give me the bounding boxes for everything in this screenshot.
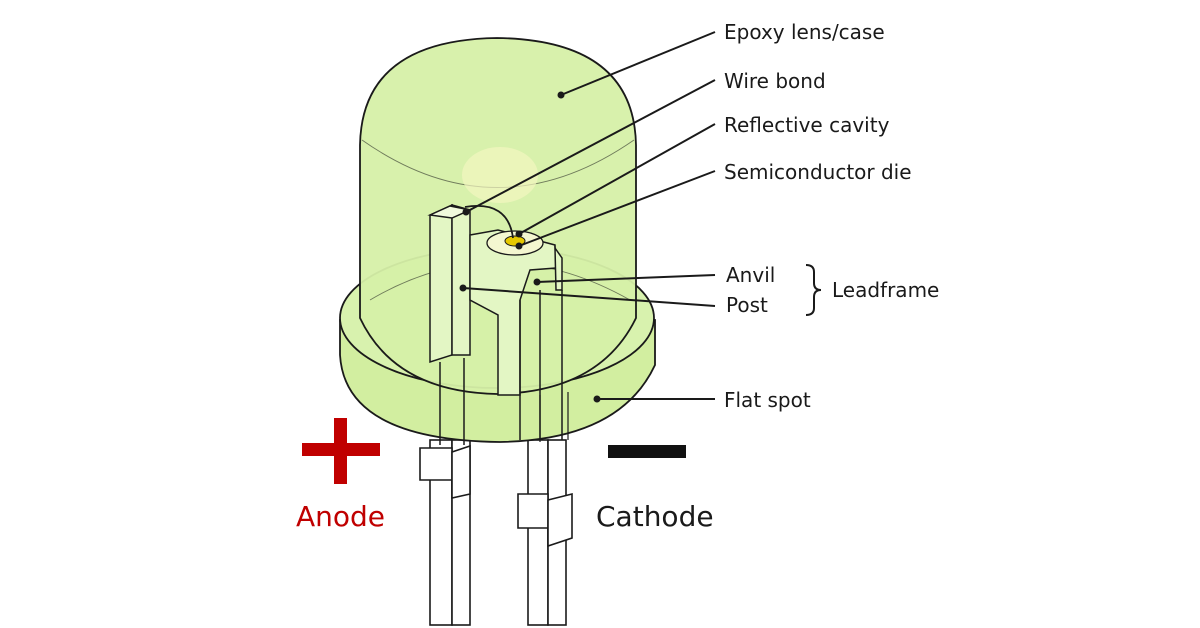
label-post: Post — [726, 293, 768, 317]
label-anode: Anode — [296, 500, 385, 533]
plus-sign-icon — [302, 418, 380, 484]
label-semiconductor-die: Semiconductor die — [724, 160, 912, 184]
wire-bond — [464, 205, 514, 239]
epoxy-lens — [359, 37, 637, 395]
cathode-leg — [527, 439, 549, 626]
minus-sign-icon — [608, 445, 686, 458]
leadframe-post — [427, 203, 473, 445]
leadframe-brace — [805, 264, 822, 316]
label-cathode: Cathode — [596, 500, 714, 533]
label-reflective-cavity: Reflective cavity — [724, 113, 890, 137]
label-anvil: Anvil — [726, 263, 775, 287]
label-flat-spot: Flat spot — [724, 388, 811, 412]
led-legs — [419, 439, 573, 626]
cathode-leg-kink — [517, 493, 549, 529]
anode-leg-kink — [419, 447, 453, 481]
label-wire-bond: Wire bond — [724, 69, 826, 93]
callout-dots — [459, 91, 601, 403]
label-leadframe: Leadframe — [832, 278, 939, 302]
callout-lines — [462, 31, 716, 400]
reflective-cavity — [486, 230, 544, 256]
label-epoxy-lens: Epoxy lens/case — [724, 20, 885, 44]
